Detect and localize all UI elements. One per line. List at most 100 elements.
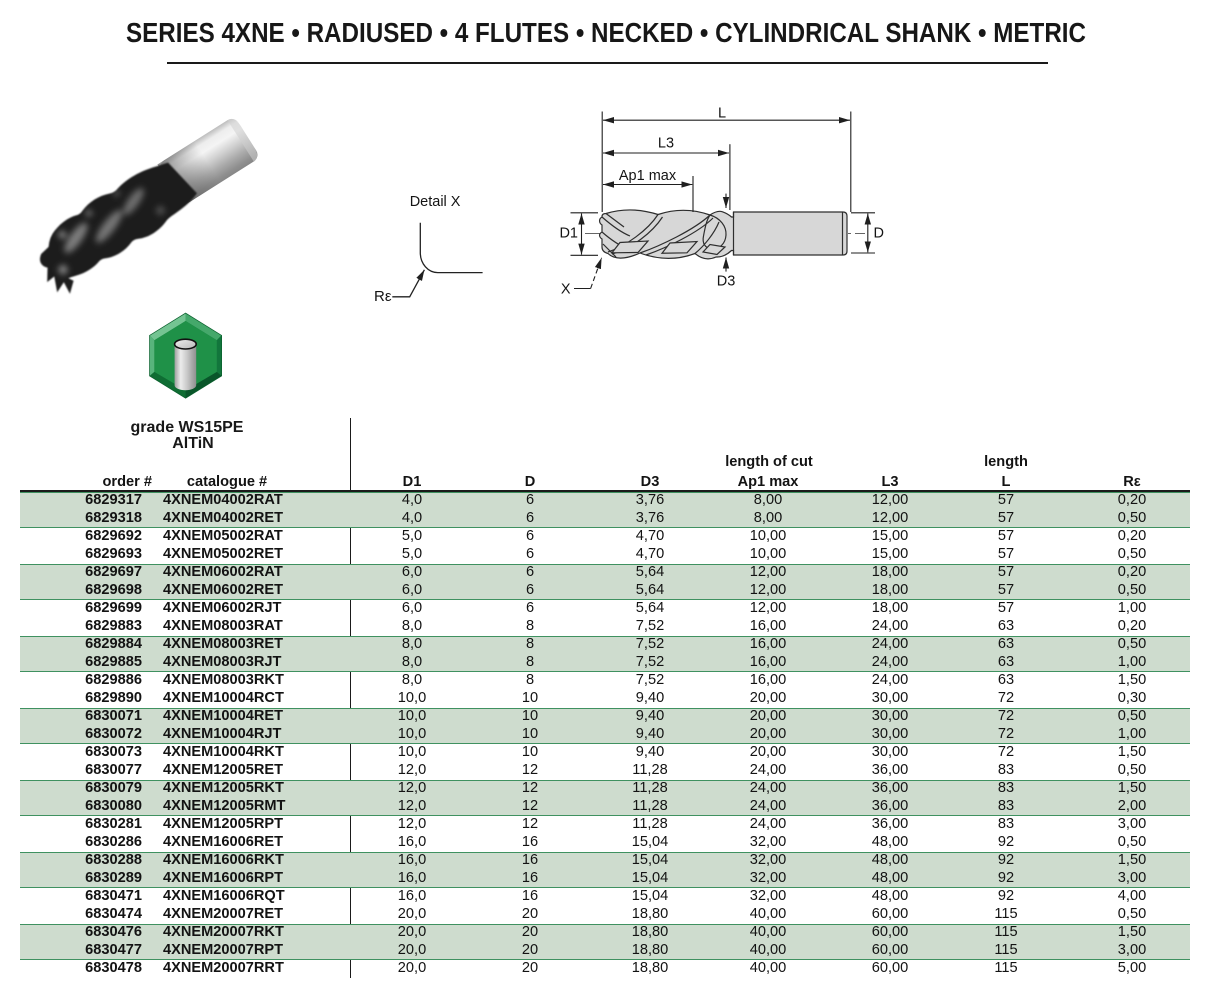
cell-d3: 9,40 [635,689,665,706]
cell-l3: 60,00 [871,941,909,958]
cell-d3: 4,70 [635,545,665,562]
cell-l3: 48,00 [871,887,909,904]
cell-d3: 7,52 [635,635,665,652]
cell-l3: 15,00 [871,545,909,562]
cell-l: 72 [997,689,1015,706]
technical-drawing: L L3 Ap1 max D1 D D3 X [559,106,884,298]
cell-d: 16 [521,833,539,850]
cell-r: 1,00 [1117,653,1147,670]
cell-ap1-max: 32,00 [749,833,787,850]
cell-d: 20 [521,905,539,922]
cell-catalogue: 4XNEM10004RKT [163,743,284,760]
span-header-length: length [984,454,1028,470]
end-mill-photo [39,118,258,294]
cell-catalogue: 4XNEM10004RJT [163,725,282,742]
cell-ap1-max: 24,00 [749,797,787,814]
row-highlight-band [20,563,1190,600]
cell-catalogue: 4XNEM12005RMT [163,797,286,814]
radius-label: Rε [374,288,392,305]
cell-d1: 6,0 [401,599,423,616]
cell-l3: 60,00 [871,959,909,976]
col-header-order: order # [102,473,152,490]
cell-l3: 36,00 [871,797,909,814]
cell-ap1-max: 16,00 [749,617,787,634]
cell-r: 0,20 [1117,527,1147,544]
detail-x-label: Detail X [410,194,461,210]
dim-L3: L3 [658,136,674,152]
radius-leader-line [392,269,425,298]
cell-d1: 12,0 [397,779,427,796]
cell-ap1-max: 12,00 [749,563,787,580]
cell-r: 0,50 [1117,635,1147,652]
cell-l3: 36,00 [871,761,909,778]
cell-d: 6 [525,563,535,580]
cell-d3: 5,64 [635,563,665,580]
cell-order: 6830476 [85,923,142,940]
col-header-d1: D1 [402,473,422,490]
cell-l3: 30,00 [871,743,909,760]
cell-d: 12 [521,797,539,814]
cell-order: 6830477 [85,941,142,958]
cell-l3: 48,00 [871,833,909,850]
cell-r: 0,20 [1117,491,1147,508]
dim-Ap1max: Ap1 max [619,168,677,184]
cell-d1: 5,0 [401,527,423,544]
cell-order: 6830079 [85,779,142,796]
cell-d1: 10,0 [397,743,427,760]
grade-coating: AlTiN [172,435,214,452]
detail-x-view: Detail X Rε [374,194,483,305]
cell-l: 83 [997,797,1015,814]
cell-r: 0,50 [1117,905,1147,922]
cell-ap1-max: 24,00 [749,779,787,796]
cell-d: 8 [525,617,535,634]
title-rule [167,62,1048,64]
col-header-ap1max: Ap1 max [737,473,799,490]
cell-d3: 9,40 [635,743,665,760]
cell-d: 12 [521,779,539,796]
cell-d1: 4,0 [401,491,423,508]
cell-d1: 16,0 [397,869,427,886]
cell-d3: 5,64 [635,599,665,616]
cell-catalogue: 4XNEM16006RPT [163,869,284,886]
cell-l: 57 [997,599,1015,616]
cell-order: 6830471 [85,887,142,904]
cell-d: 12 [521,815,539,832]
cell-catalogue: 4XNEM20007RPT [163,941,284,958]
cell-d: 16 [521,869,539,886]
cell-catalogue: 4XNEM08003RET [163,635,284,652]
cell-d: 6 [525,509,535,526]
cell-d: 6 [525,581,535,598]
cell-r: 1,50 [1117,779,1147,796]
cell-l: 72 [997,707,1015,724]
cell-l3: 30,00 [871,689,909,706]
cell-l: 92 [997,869,1015,886]
row-highlight-band [20,635,1190,672]
cell-d1: 8,0 [401,653,423,670]
cell-order: 6829885 [85,653,142,670]
cell-l: 57 [997,563,1015,580]
cell-l3: 60,00 [871,905,909,922]
col-header-l: L [1001,473,1011,490]
cell-d: 10 [521,725,539,742]
cell-d: 6 [525,491,535,508]
cell-d: 8 [525,653,535,670]
cell-ap1-max: 10,00 [749,545,787,562]
cell-l: 83 [997,815,1015,832]
dim-L: L [718,106,726,122]
detail-corner-geometry [392,222,483,298]
cell-d3: 7,52 [635,653,665,670]
cell-d3: 18,80 [631,905,669,922]
cell-d: 16 [521,851,539,868]
flute-body [598,209,848,260]
cell-d1: 12,0 [397,761,427,778]
cell-d1: 16,0 [397,851,427,868]
cell-catalogue: 4XNEM05002RAT [163,527,283,544]
